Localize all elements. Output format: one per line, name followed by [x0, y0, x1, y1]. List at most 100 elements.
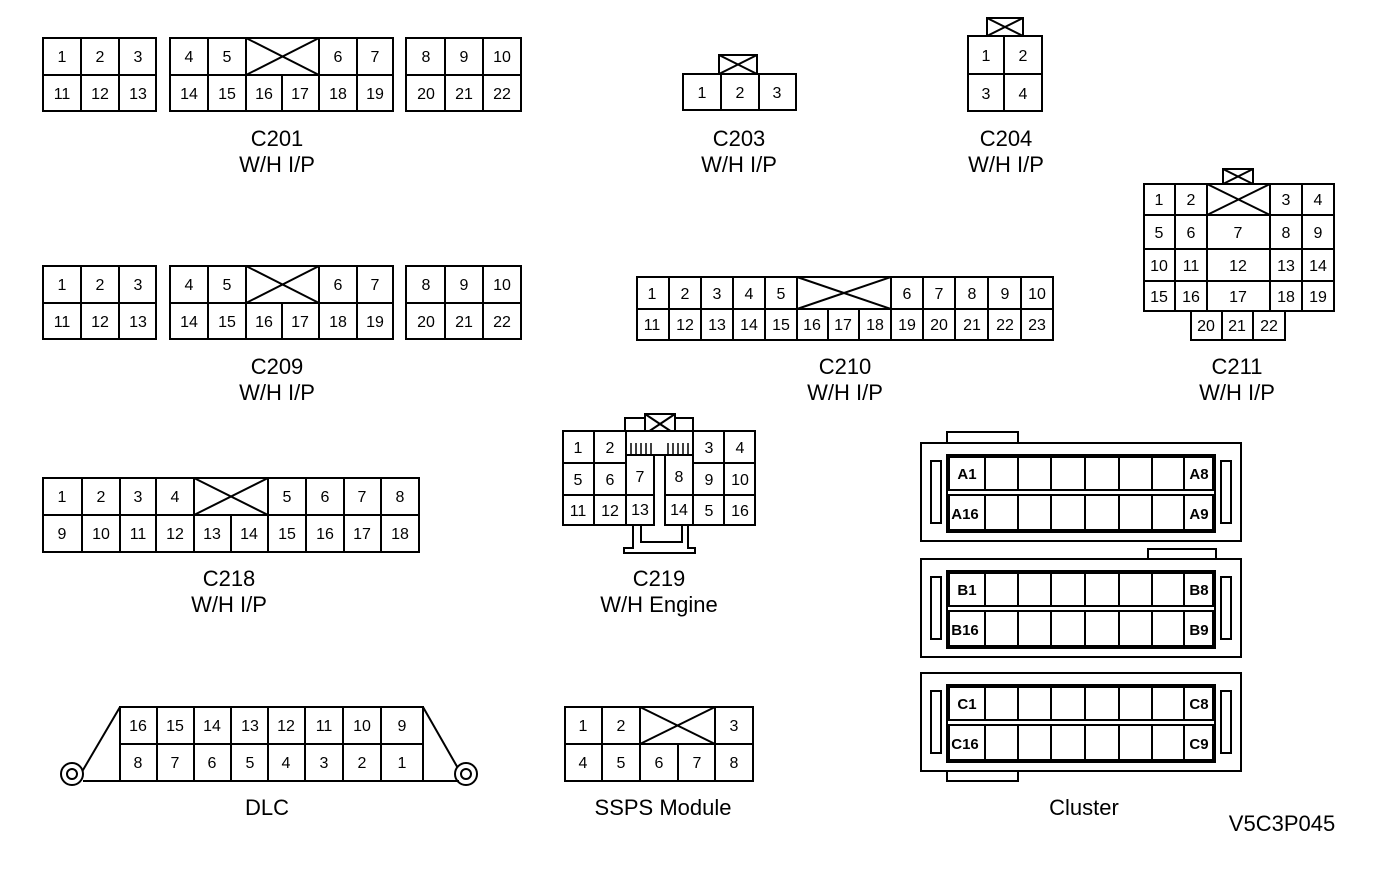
pin: 15	[218, 86, 236, 103]
pin: 3	[982, 86, 991, 103]
connector-name: C201	[251, 126, 304, 151]
pin: 9	[705, 472, 714, 489]
pin: 16	[316, 526, 334, 543]
pin: 6	[903, 286, 912, 303]
connector-c203: 1 2 3 C203 W/H I/P	[682, 54, 797, 177]
pin: 20	[417, 86, 435, 103]
pin: 14	[180, 86, 198, 103]
pin: 17	[1229, 289, 1247, 306]
pin: 16	[803, 317, 821, 334]
connector-c209: 1 2 3 4 5 6 7 8 9 10 11 12 13 14 15 16 1…	[42, 265, 522, 405]
connector-c211: 1 2 3 4 5 6 7 8 9 10 11 12 13 14 15 16 1…	[1143, 168, 1335, 405]
pin: C9	[1189, 736, 1208, 753]
pin: 7	[371, 277, 380, 294]
pin: 3	[773, 85, 782, 102]
pin: 12	[601, 503, 619, 520]
pin: 1	[1155, 192, 1164, 209]
pin: 21	[455, 314, 473, 331]
pin: A16	[951, 506, 979, 523]
pin: 9	[1001, 286, 1010, 303]
connector-desc: W/H I/P	[968, 152, 1044, 177]
connector-desc: W/H I/P	[239, 152, 315, 177]
pin: 16	[255, 314, 273, 331]
pin: 10	[731, 472, 749, 489]
pin: 17	[291, 314, 309, 331]
pin: 13	[708, 317, 726, 334]
pin: 7	[636, 469, 645, 486]
pin: 1	[58, 49, 67, 66]
pin: C1	[957, 696, 976, 713]
connector-name: SSPS Module	[595, 795, 732, 820]
pin: 1	[982, 48, 991, 65]
pin: 10	[1150, 258, 1168, 275]
connector-name: C210	[819, 354, 872, 379]
pin: 20	[417, 314, 435, 331]
pin: 7	[693, 755, 702, 772]
pin: A1	[957, 466, 976, 483]
pin: 10	[353, 718, 371, 735]
pin: 18	[329, 86, 347, 103]
pin: 14	[203, 718, 221, 735]
pin: 2	[617, 718, 626, 735]
connector-c204: 1 2 3 4 C204 W/H I/P	[967, 17, 1044, 177]
pin: 11	[570, 503, 587, 520]
connector-desc: W/H I/P	[191, 592, 267, 617]
pin: 16	[129, 718, 147, 735]
connector-name: C209	[251, 354, 304, 379]
pin: 4	[185, 49, 194, 66]
pin: 15	[166, 718, 184, 735]
pin: 11	[54, 314, 71, 331]
pin: 15	[772, 317, 790, 334]
pin: 2	[681, 286, 690, 303]
pin: 5	[223, 277, 232, 294]
pin: 9	[460, 277, 469, 294]
pin: 5	[705, 503, 714, 520]
pin: B9	[1189, 622, 1208, 639]
connector-desc: W/H I/P	[1199, 380, 1275, 405]
pin: B16	[951, 622, 979, 639]
pin: 3	[320, 755, 329, 772]
pin: 2	[96, 277, 105, 294]
pin: 13	[1277, 258, 1295, 275]
pin: 13	[241, 718, 259, 735]
pin: 2	[1187, 192, 1196, 209]
pin: 4	[185, 277, 194, 294]
connector-desc: W/H I/P	[239, 380, 315, 405]
pin: A9	[1189, 506, 1208, 523]
pin: B8	[1189, 582, 1208, 599]
pin: 22	[493, 86, 511, 103]
pin: 18	[329, 314, 347, 331]
pin: 6	[334, 277, 343, 294]
pin: 8	[730, 755, 739, 772]
pin: 11	[644, 317, 661, 334]
pin: 19	[898, 317, 916, 334]
pin: 4	[579, 755, 588, 772]
pin: 12	[676, 317, 694, 334]
pin: 3	[134, 277, 143, 294]
pin: 1	[58, 277, 67, 294]
pin: 13	[129, 86, 147, 103]
pin: 6	[321, 489, 330, 506]
pin: 14	[670, 502, 688, 519]
pin: 14	[740, 317, 758, 334]
pin: 17	[834, 317, 852, 334]
pin: 5	[1155, 225, 1164, 242]
pin: 11	[1183, 258, 1200, 275]
pin: 8	[396, 489, 405, 506]
pin: 2	[736, 85, 745, 102]
connector-name: DLC	[245, 795, 289, 820]
pin: 6	[208, 755, 217, 772]
pin: 1	[579, 718, 588, 735]
connector-name: C203	[713, 126, 766, 151]
pin: 8	[1282, 225, 1291, 242]
pin: 1	[574, 440, 583, 457]
pin: 16	[1182, 289, 1200, 306]
pin: 3	[134, 489, 143, 506]
pin: 8	[968, 286, 977, 303]
pin: 15	[278, 526, 296, 543]
pin: 4	[745, 286, 754, 303]
pin: 10	[493, 277, 511, 294]
pin: 8	[134, 755, 143, 772]
pin: 3	[713, 286, 722, 303]
